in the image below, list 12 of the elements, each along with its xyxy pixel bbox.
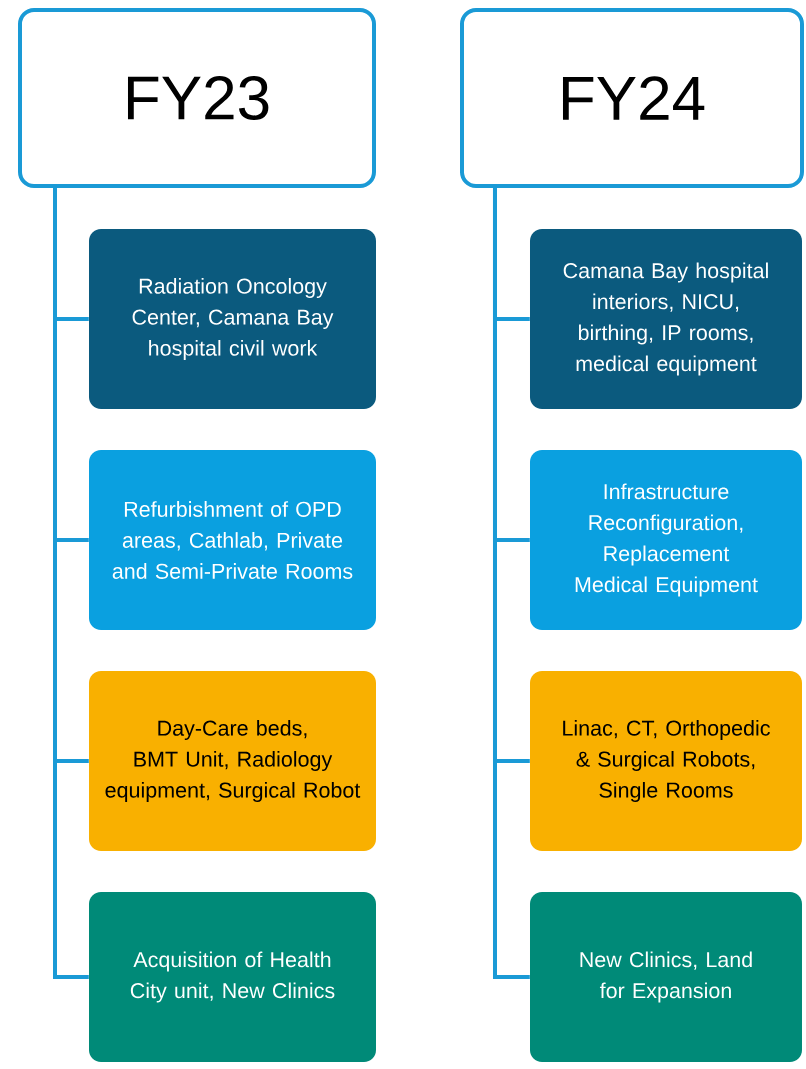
category-box: Day-Care beds, BMT Unit, Radiology equipment, Surgical Robot bbox=[89, 671, 376, 851]
category-box: Linac, CT, Orthopedic & Surgical Robots, Single Rooms bbox=[530, 671, 802, 851]
category-box: Infrastructure Reconfiguration, Replacement Medical Equipment bbox=[530, 450, 802, 630]
category-box: Camana Bay hospital interiors, NICU, birthing, IP rooms, medical equipment bbox=[530, 229, 802, 409]
category-box: Radiation Oncology Center, Camana Bay hospital civil work bbox=[89, 229, 376, 409]
connector-line bbox=[53, 188, 89, 979]
category-box: New Clinics, Land for Expansion bbox=[530, 892, 802, 1062]
header-box: FY23 bbox=[18, 8, 376, 188]
category-box: Acquisition of Health City unit, New Clinics bbox=[89, 892, 376, 1062]
connector-line bbox=[493, 188, 530, 979]
header-box: FY24 bbox=[460, 8, 804, 188]
category-box: Refurbishment of OPD areas, Cathlab, Private and Semi-Private Rooms bbox=[89, 450, 376, 630]
